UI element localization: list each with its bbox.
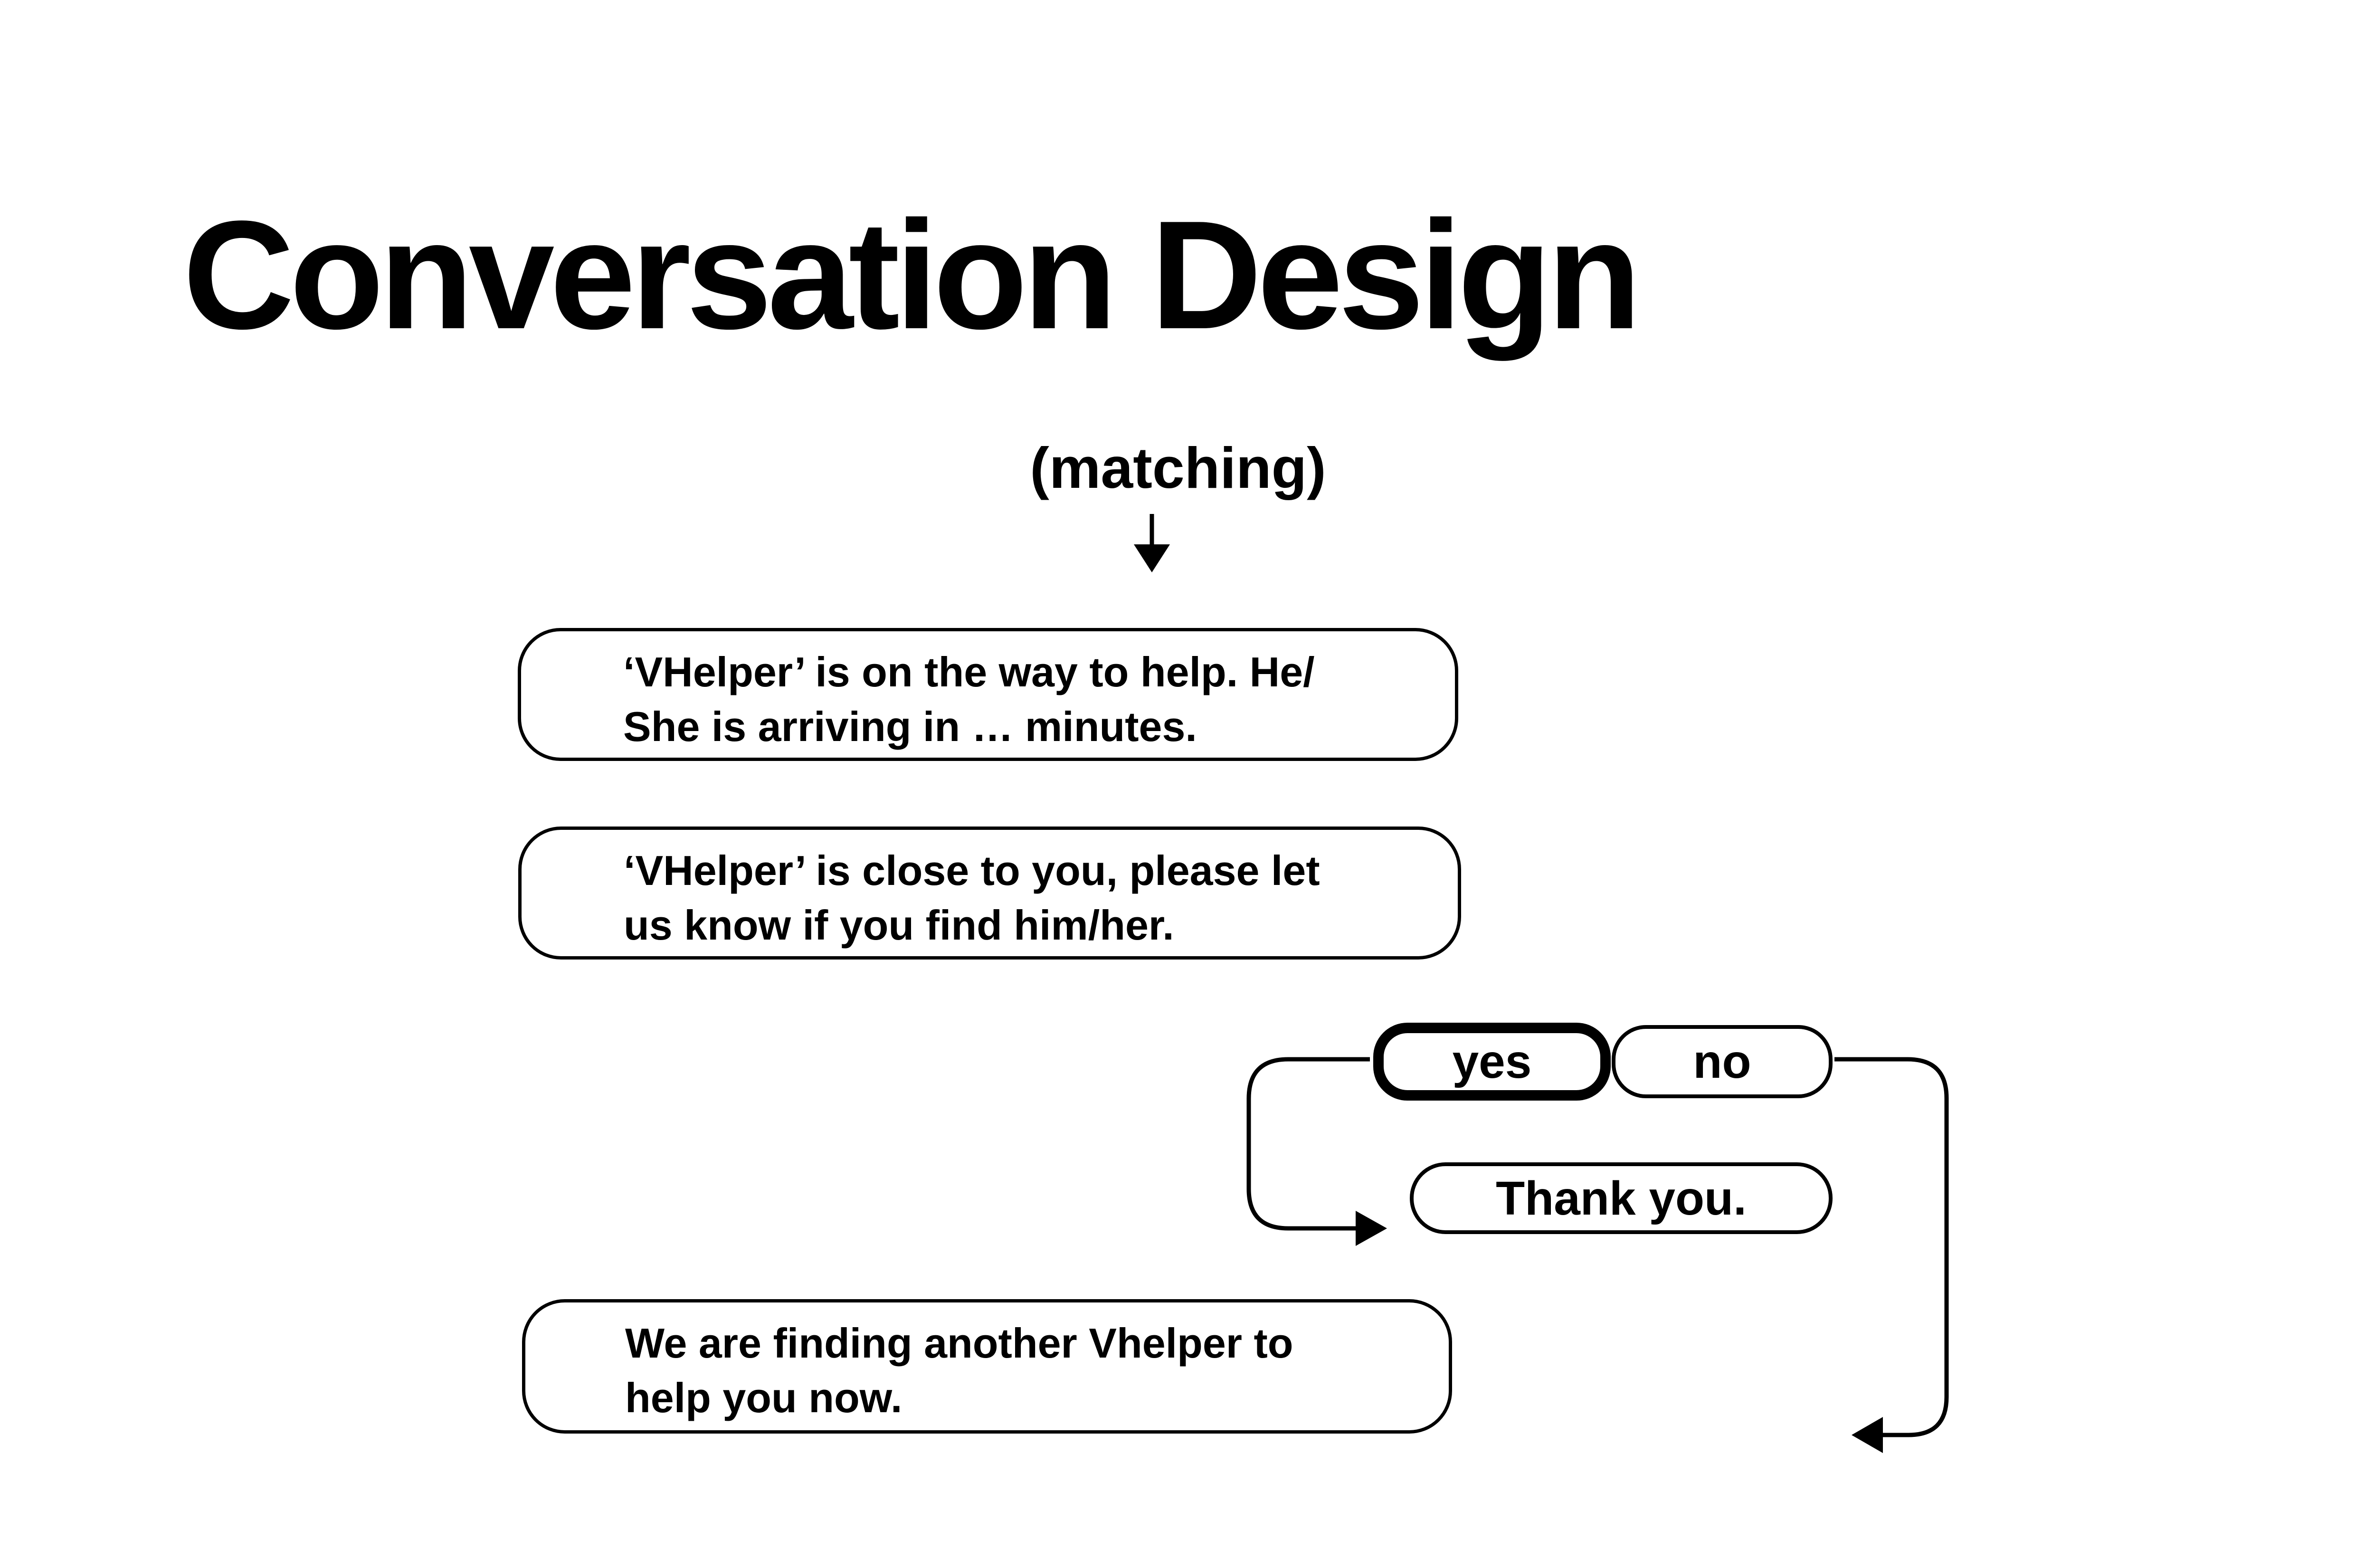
message-line: help you now. (625, 1374, 902, 1421)
matching-label: (matching) (1030, 436, 1326, 500)
page-title: Conversation Design (183, 189, 1642, 361)
message-line: She is arriving in … minutes. (623, 703, 1197, 750)
yes-button-label: yes (1452, 1035, 1532, 1088)
message-line: We are finding another Vhelper to (625, 1320, 1293, 1367)
down-arrow-icon (1134, 514, 1170, 572)
message-line: us know if you find him/her. (624, 902, 1174, 949)
message-line: ‘VHelper’ is on the way to help. He/ (623, 648, 1315, 695)
thank-you-box: Thank you. (1410, 1162, 1833, 1234)
message-line: ‘VHelper’ is close to you, please let (624, 847, 1320, 894)
arrow-right-icon (1356, 1211, 1387, 1246)
no-to-finding-connector (1834, 1057, 1949, 1453)
arrow-left-icon (1852, 1417, 1883, 1453)
message-box-finding-another: We are finding another Vhelper to help y… (522, 1299, 1452, 1434)
thank-you-label: Thank you. (1496, 1171, 1747, 1225)
yes-to-thankyou-connector (1246, 1057, 1387, 1246)
yes-button[interactable]: yes (1373, 1023, 1611, 1101)
message-box-on-the-way: ‘VHelper’ is on the way to help. He/ She… (518, 628, 1458, 761)
no-button-label: no (1693, 1035, 1751, 1088)
no-button[interactable]: no (1612, 1025, 1833, 1098)
message-box-close-to-you: ‘VHelper’ is close to you, please let us… (518, 827, 1461, 960)
